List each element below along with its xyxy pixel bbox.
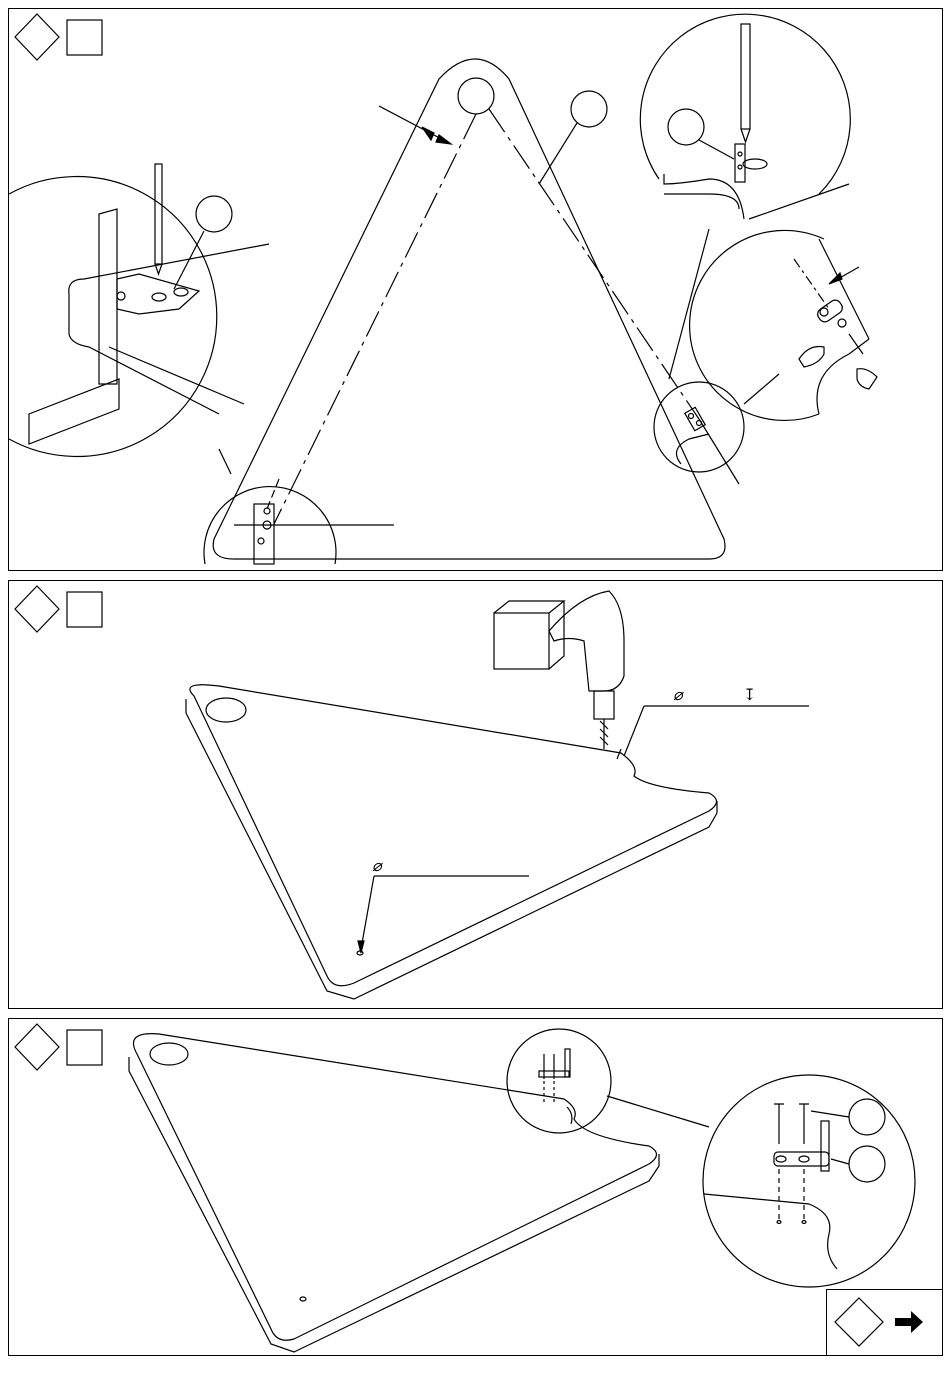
step-1-illustration	[9, 9, 944, 572]
next-diamond-icon	[835, 1298, 883, 1346]
step-3-panel	[8, 1018, 943, 1356]
triangle-board-outline	[213, 59, 725, 559]
triangle-board-top	[190, 685, 717, 986]
hand-right-icon	[857, 369, 877, 389]
detail-circle-right-small	[654, 382, 744, 472]
callout-bubble-1	[571, 91, 607, 127]
callout-bubble-3	[668, 109, 704, 145]
step-3-illustration	[9, 1019, 944, 1357]
right-arrow-icon	[895, 1311, 923, 1333]
callout-bubble-1	[849, 1099, 885, 1135]
board-corner-hole	[206, 698, 246, 722]
diameter-label-1: ⌀	[673, 685, 683, 704]
detail-circle-large	[703, 1075, 915, 1287]
detail-circle-small	[507, 1029, 611, 1133]
step-2-illustration	[9, 581, 944, 1010]
next-page-box[interactable]	[826, 1289, 942, 1355]
detail-circle-middle-right	[690, 230, 824, 420]
board-corner-hole	[458, 78, 494, 114]
board-corner-hole	[150, 1043, 188, 1065]
detail-circle-left	[9, 177, 217, 457]
drill-body	[549, 591, 624, 691]
callout-bubble-2	[196, 196, 232, 232]
callout-bubble-2	[849, 1146, 885, 1182]
step-2-panel: ⌀ ↧ ⌀	[8, 580, 943, 1009]
hand-left-icon	[799, 347, 824, 368]
depth-label: ↧	[743, 685, 756, 704]
step-1-panel	[8, 8, 943, 571]
diameter-label-2: ⌀	[372, 856, 382, 875]
triangle-board-top	[133, 1034, 656, 1341]
